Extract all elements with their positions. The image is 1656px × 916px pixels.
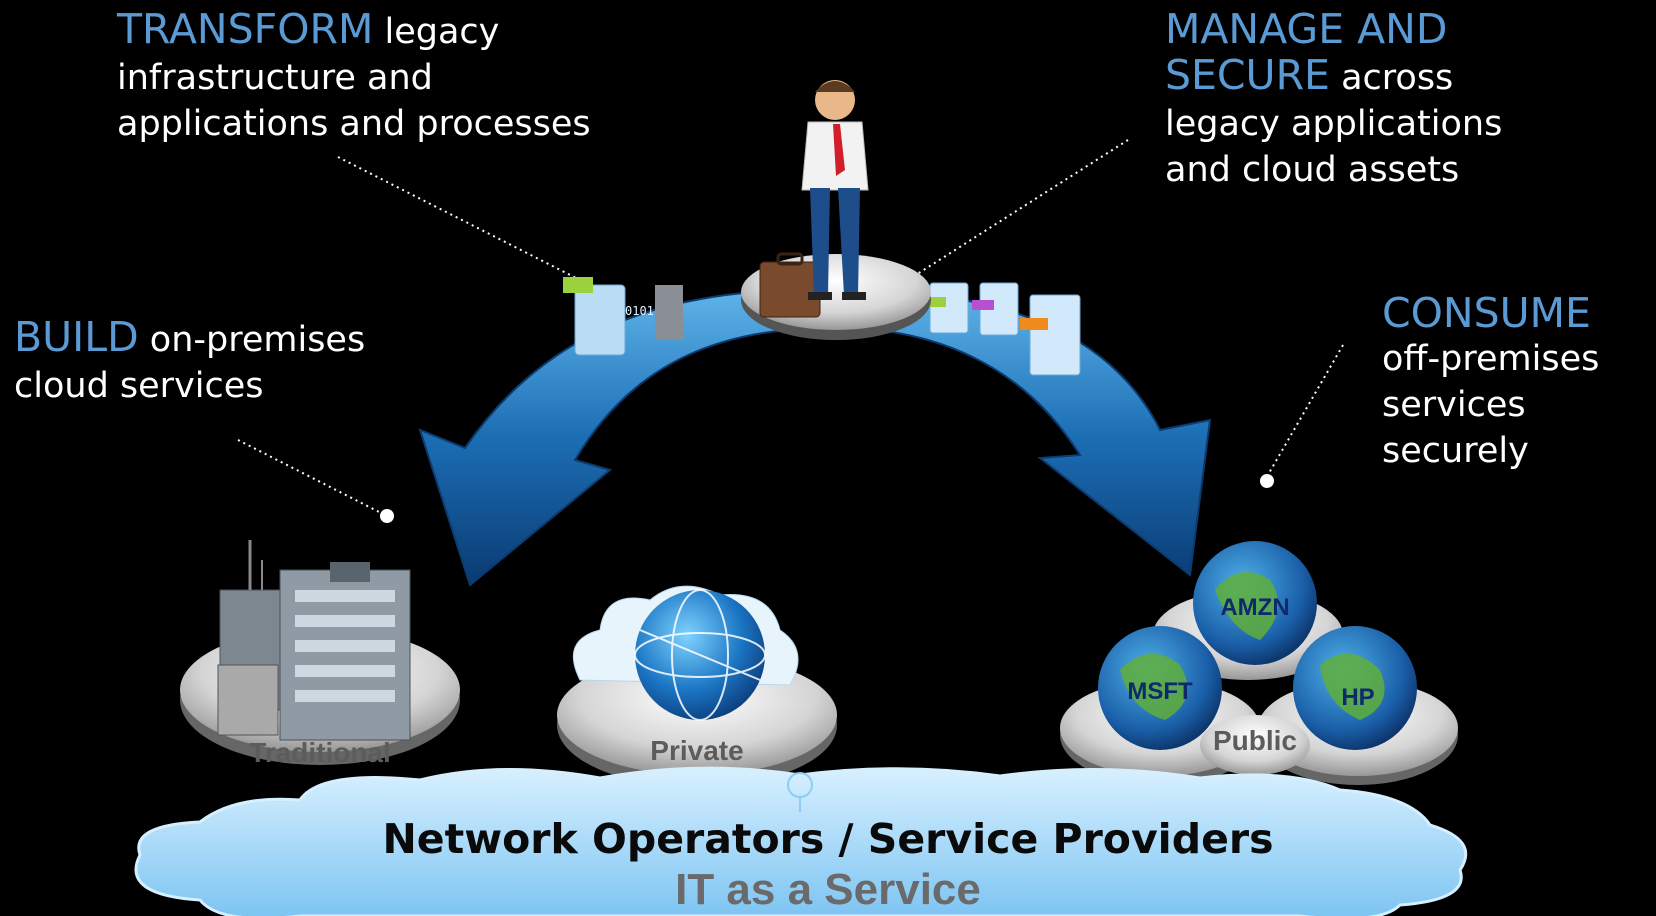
private-label: Private	[650, 735, 744, 766]
consume-keyword: CONSUME	[1382, 289, 1591, 337]
it-as-a-service-subtitle: IT as a Service	[675, 865, 981, 914]
leader-lines	[237, 139, 1344, 516]
consume-line2: off-premises	[1382, 339, 1600, 379]
building-icon	[217, 540, 411, 741]
lightbulb-icon	[787, 772, 813, 812]
service-provider-cloud	[134, 766, 1468, 916]
manage-line2: across	[1329, 58, 1454, 98]
briefcase-icon	[759, 252, 821, 318]
transform-line2: infrastructure and	[117, 58, 433, 98]
document-icon: 0101	[563, 277, 683, 356]
public-label: Public	[1212, 725, 1297, 756]
document-icon	[924, 282, 1081, 376]
transform-keyword: TRANSFORM	[117, 5, 374, 53]
transform-caption: TRANSFORM legacy infrastructure and appl…	[117, 6, 591, 147]
secure-keyword: SECURE	[1165, 51, 1330, 99]
earth-globe-icon	[1193, 541, 1317, 665]
build-keyword: BUILD	[14, 313, 139, 361]
build-caption: BUILD on-premises cloud services	[14, 314, 365, 409]
manage-line4: and cloud assets	[1165, 150, 1460, 190]
earth-globe-icon	[1098, 626, 1222, 750]
transform-line1: legacy	[373, 12, 500, 52]
private-cloud-globe-icon	[572, 585, 799, 721]
build-line2: cloud services	[14, 366, 264, 406]
manage-line3: legacy applications	[1165, 104, 1503, 144]
manage-caption: MANAGE AND SECURE across legacy applicat…	[1165, 6, 1502, 193]
build-line1: on-premises	[138, 320, 366, 360]
service-providers-title: Network Operators / Service Providers	[382, 815, 1274, 863]
consume-line3: services securely	[1382, 385, 1529, 471]
manage-keyword: MANAGE AND	[1165, 5, 1448, 53]
hp-label: HP	[1341, 684, 1375, 711]
businessman-icon	[801, 80, 869, 300]
consume-caption: CONSUME off-premises services securely	[1382, 290, 1656, 474]
traditional-label: Traditional	[249, 737, 391, 768]
amzn-label: AMZN	[1220, 594, 1290, 621]
msft-label: MSFT	[1127, 678, 1193, 705]
earth-globe-icon	[1293, 626, 1417, 750]
transform-line3: applications and processes	[117, 104, 591, 144]
svg-text:0101: 0101	[625, 304, 654, 318]
